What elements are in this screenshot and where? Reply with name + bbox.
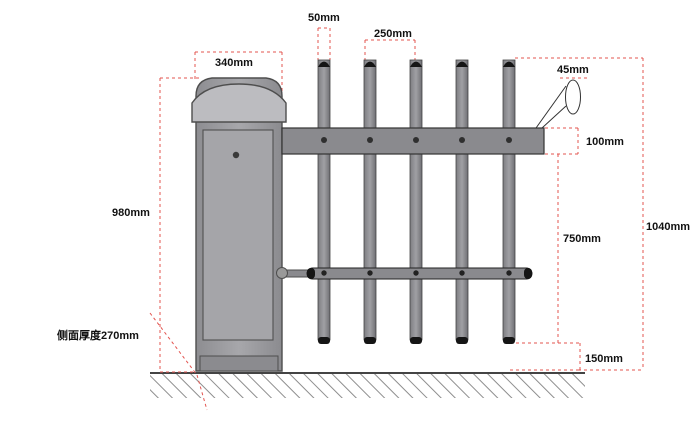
picket-4 <box>455 59 469 344</box>
label-side-thickness: 侧面厚度270mm <box>57 328 139 342</box>
cabinet-cap <box>191 83 287 123</box>
top-bar <box>281 127 545 155</box>
ground <box>150 372 585 398</box>
label-picket-diameter: 45mm <box>557 64 589 76</box>
cabinet-base <box>199 355 279 372</box>
picket-5 <box>502 59 516 344</box>
door-lock-icon <box>232 151 240 159</box>
dimension-labels: 50mm 250mm 340mm 45mm 100mm 980mm 750mm … <box>57 12 690 365</box>
picket-2 <box>363 59 377 344</box>
label-cabinet-width: 340mm <box>215 57 253 69</box>
label-cabinet-height: 980mm <box>112 207 150 219</box>
lower-arm-connector <box>276 267 311 279</box>
label-bottom-clearance: 150mm <box>585 353 623 365</box>
dimension-lines <box>149 27 644 411</box>
ground-hatch <box>150 373 585 398</box>
label-picket-spacing: 250mm <box>374 28 412 40</box>
cabinet-door <box>202 129 274 341</box>
picket-cross-section <box>535 79 581 129</box>
label-post-spacing: 50mm <box>308 12 340 24</box>
pickets <box>317 59 516 344</box>
picket-3 <box>409 59 423 344</box>
picket-1 <box>317 59 331 344</box>
label-top-bar-height: 100mm <box>586 136 624 148</box>
label-picket-span: 750mm <box>563 233 601 245</box>
label-total-height: 1040mm <box>646 221 690 233</box>
lower-bar <box>306 267 533 280</box>
gate-cabinet <box>191 77 287 372</box>
